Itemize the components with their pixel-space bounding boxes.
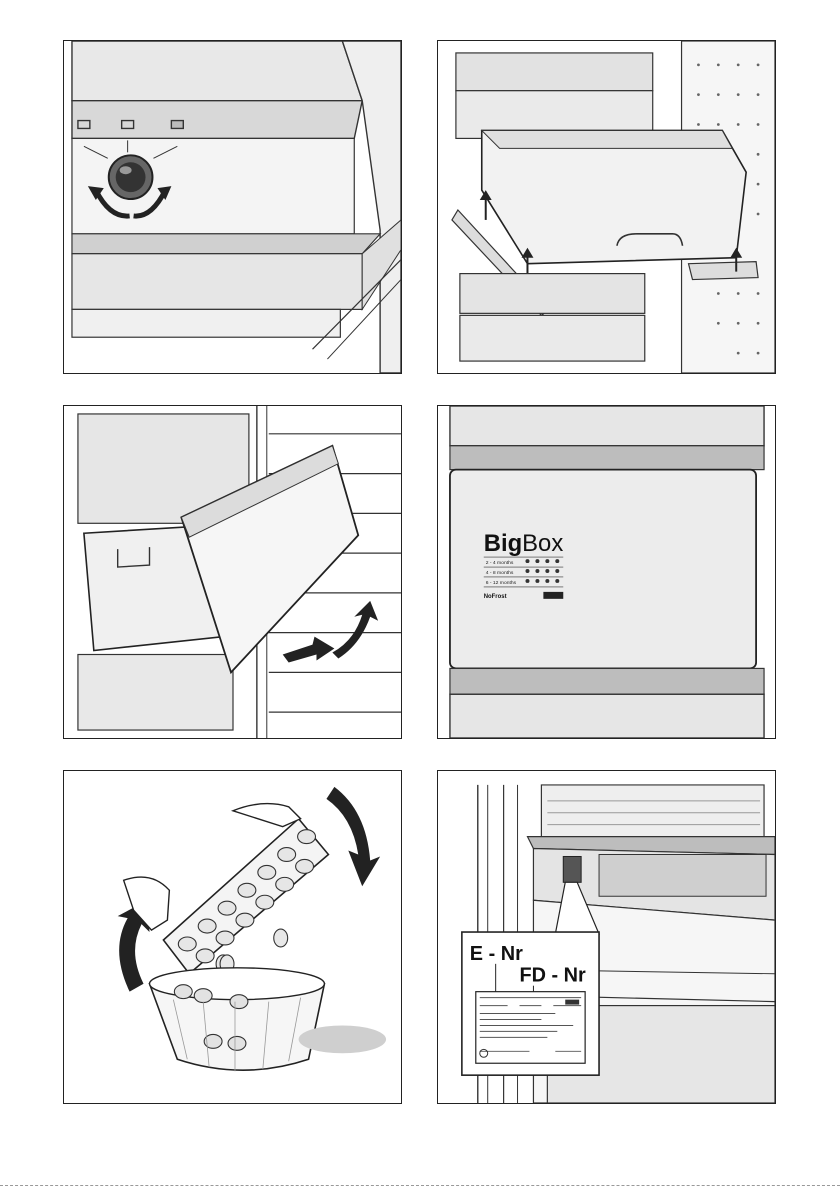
indicator-light-icon xyxy=(171,121,183,129)
panel-bigbox-drawer: BigBox 2 - 4 months 4 - 8 months 6 - 12 … xyxy=(437,405,776,739)
bigbox-drawer-illustration: BigBox 2 - 4 months 4 - 8 months 6 - 12 … xyxy=(438,406,775,738)
panel-rating-plate: E - Nr FD - Nr xyxy=(437,770,776,1104)
page-bottom-rule xyxy=(0,1185,840,1186)
panel-temperature-dial xyxy=(63,40,402,374)
freezer-rating-badge xyxy=(543,592,563,599)
bigbox-brand-bold: BigBox xyxy=(484,530,564,557)
nofrost-label: NoFrost xyxy=(484,594,507,600)
e-nr-label: E - Nr xyxy=(470,943,523,965)
fd-nr-label: FD - Nr xyxy=(520,965,587,987)
storage-row-label: 6 - 12 months xyxy=(486,580,517,586)
panel-tilt-drawer xyxy=(63,405,402,739)
panel-remove-drawer xyxy=(437,40,776,374)
storage-row-label: 4 - 8 months xyxy=(486,570,514,576)
remove-drawer-illustration xyxy=(438,41,775,373)
temperature-dial-illustration xyxy=(64,41,401,373)
rating-plate-location-marker xyxy=(563,856,581,882)
rating-plate-illustration: E - Nr FD - Nr xyxy=(438,771,775,1103)
panel-ice-tray xyxy=(63,770,402,1104)
ice-tray-illustration xyxy=(64,771,401,1103)
storage-row-label: 2 - 4 months xyxy=(486,560,514,566)
tilt-drawer-illustration xyxy=(64,406,401,738)
